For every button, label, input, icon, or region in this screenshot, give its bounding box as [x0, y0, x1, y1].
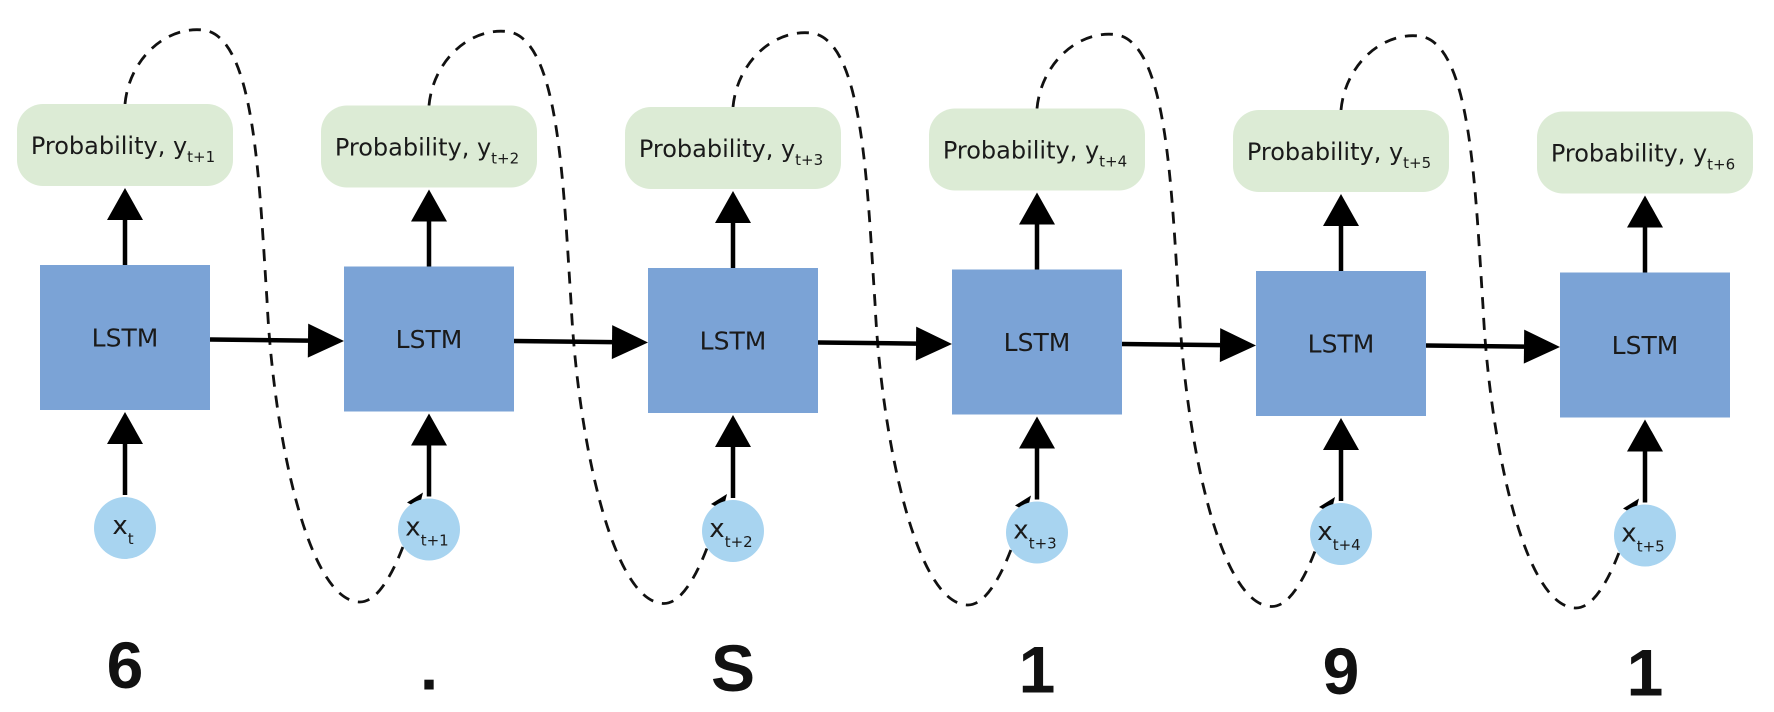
input-label: x	[1013, 516, 1028, 546]
output-probability-2: Probability, yt+2	[321, 105, 537, 188]
lstm-label: LSTM	[92, 324, 159, 353]
input-node-3: xt+2	[702, 500, 764, 562]
output-label: Probability, y	[639, 135, 795, 163]
input-arrow-6	[1627, 419, 1663, 503]
lstm-label: LSTM	[1004, 328, 1071, 357]
svg-text:Probability, yt+4: Probability, yt+4	[943, 137, 1127, 171]
input-arrow-4	[1019, 416, 1055, 500]
input-subscript: t+2	[725, 533, 753, 551]
svg-text:xt+3: xt+3	[1013, 516, 1056, 553]
connection-arrows	[107, 188, 1663, 503]
output-arrow-4	[1019, 192, 1055, 270]
input-node-4: xt+3	[1006, 501, 1068, 564]
sequence-character-2: .	[420, 630, 438, 704]
hidden-state-arrow-5	[1425, 329, 1560, 364]
input-node-6: xt+5	[1614, 504, 1676, 567]
hidden-state-arrow-2	[513, 325, 648, 360]
output-subscript: t+4	[1099, 153, 1127, 171]
input-subscript: t+4	[1333, 536, 1361, 554]
output-subscript: t+6	[1707, 156, 1735, 174]
output-subscript: t+2	[491, 150, 519, 168]
output-subscript: t+1	[187, 148, 215, 166]
output-probability-5: Probability, yt+5	[1233, 110, 1449, 192]
input-arrow-2	[411, 413, 447, 497]
lstm-cell-1: LSTM	[40, 265, 210, 410]
output-probability-3: Probability, yt+3	[625, 107, 841, 189]
input-arrow-3	[715, 415, 751, 498]
feedback-loop-2	[427, 29, 723, 605]
lstm-cell-4: LSTM	[952, 269, 1122, 415]
input-node-2: xt+1	[398, 498, 460, 561]
sequence-character-4: 1	[1019, 633, 1056, 707]
sequence-character-3: S	[711, 631, 755, 705]
svg-text:xt+4: xt+4	[1317, 517, 1360, 554]
svg-text:Probability, yt+6: Probability, yt+6	[1551, 140, 1735, 174]
hidden-state-arrow-1	[209, 323, 344, 358]
lstm-label: LSTM	[700, 327, 767, 356]
svg-text:xt+1: xt+1	[405, 513, 448, 550]
output-probability-4: Probability, yt+4	[929, 108, 1145, 191]
input-node-5: xt+4	[1310, 503, 1372, 565]
output-arrow-6	[1627, 195, 1663, 273]
lstm-label: LSTM	[1612, 331, 1679, 360]
sequence-character-1: 6	[107, 628, 144, 702]
lstm-cell-5: LSTM	[1256, 271, 1426, 416]
output-arrow-1	[107, 188, 143, 265]
input-subscript: t+5	[1637, 538, 1665, 556]
output-arrow-5	[1323, 194, 1359, 271]
lstm-cell-2: LSTM	[344, 266, 514, 412]
input-label: x	[405, 513, 420, 543]
lstm-label: LSTM	[396, 325, 463, 354]
svg-text:xt: xt	[112, 511, 133, 548]
sequence-character-5: 9	[1323, 634, 1360, 708]
lstm-cell-3: LSTM	[648, 268, 818, 413]
input-arrow-1	[107, 412, 143, 495]
output-label: Probability, y	[335, 134, 491, 162]
output-label: Probability, y	[31, 132, 187, 160]
feedback-loop-1	[123, 28, 419, 604]
output-label: Probability, y	[1551, 140, 1707, 168]
input-label: x	[112, 511, 127, 541]
svg-text:Probability, yt+3: Probability, yt+3	[639, 135, 823, 169]
sequence-character-6: 1	[1627, 636, 1664, 710]
feedback-loop-4	[1035, 32, 1331, 608]
feedback-loop-3	[731, 31, 1027, 607]
lstm-label: LSTM	[1308, 330, 1375, 359]
svg-text:Probability, yt+1: Probability, yt+1	[31, 132, 215, 166]
output-subscript: t+5	[1403, 154, 1431, 172]
input-arrow-5	[1323, 418, 1359, 501]
output-label: Probability, y	[1247, 138, 1403, 166]
feedback-loop-5	[1339, 34, 1635, 610]
input-subscript: t+1	[421, 532, 449, 550]
output-arrow-2	[411, 189, 447, 267]
hidden-state-arrow-4	[1121, 328, 1256, 363]
svg-text:Probability, yt+5: Probability, yt+5	[1247, 138, 1431, 172]
input-subscript: t	[128, 530, 134, 548]
output-probability-6: Probability, yt+6	[1537, 111, 1753, 194]
svg-text:Probability, yt+2: Probability, yt+2	[335, 134, 519, 168]
output-probability-1: Probability, yt+1	[17, 104, 233, 186]
input-label: x	[1621, 519, 1636, 549]
lstm-cell-6: LSTM	[1560, 272, 1730, 418]
hidden-state-arrow-3	[817, 326, 952, 361]
input-label: x	[709, 514, 724, 544]
output-arrow-3	[715, 191, 751, 268]
output-subscript: t+3	[795, 151, 823, 169]
output-label: Probability, y	[943, 137, 1099, 165]
input-label: x	[1317, 517, 1332, 547]
svg-text:xt+5: xt+5	[1621, 519, 1664, 556]
svg-text:xt+2: xt+2	[709, 514, 752, 551]
input-subscript: t+3	[1029, 535, 1057, 553]
input-node-1: xt	[94, 497, 156, 559]
